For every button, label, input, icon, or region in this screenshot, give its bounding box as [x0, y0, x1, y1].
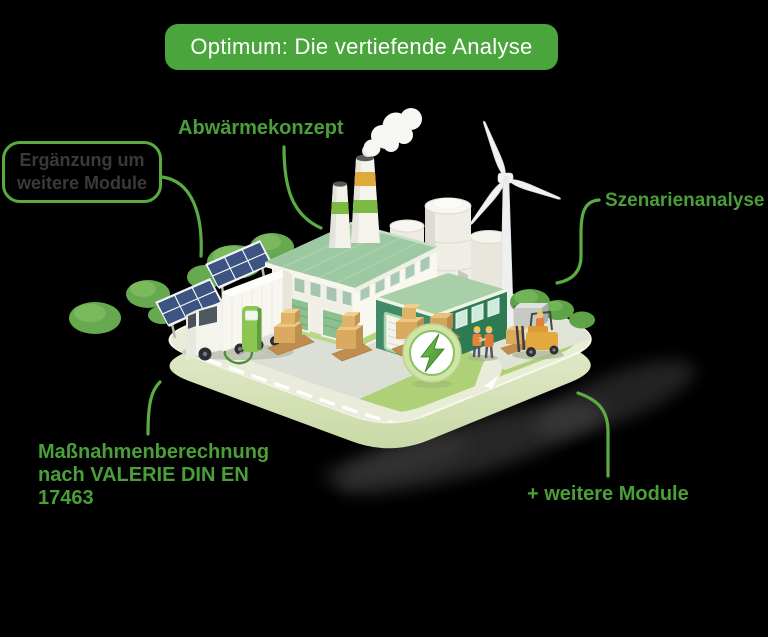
- callout-weitere-module: + weitere Module: [527, 483, 689, 505]
- worker-right: [479, 326, 494, 359]
- connector-massnahmen: [146, 380, 162, 436]
- solar-panel-array-upper: [205, 240, 273, 302]
- workers: [468, 326, 498, 361]
- callout-ergaenzung-box: Ergänzung um weitere Module: [2, 141, 162, 203]
- chimney-large: [351, 154, 380, 243]
- title-banner: Optimum: Die vertiefende Analyse: [165, 24, 558, 70]
- connector-abwaermekonzept: [282, 145, 323, 230]
- delivery-truck: [182, 268, 294, 361]
- pallet-stack-b: [331, 312, 373, 362]
- chimney-small: [329, 181, 351, 248]
- lightning-bolt-icon: [420, 333, 445, 373]
- connector-szenarienanalyse: [555, 198, 601, 285]
- ground-shadow: [322, 360, 695, 494]
- ev-charging-station: [223, 306, 265, 365]
- callout-abwaermekonzept: Abwärmekonzept: [178, 117, 344, 139]
- hard-hat-icon: [485, 326, 493, 330]
- forklift: [500, 303, 564, 360]
- connector-weitere-module: [576, 391, 610, 478]
- charging-cable: [223, 350, 254, 365]
- smoke-cloud: [362, 108, 422, 157]
- callout-szenarienanalyse: Szenarienanalyse: [605, 190, 765, 211]
- pallet-stack-a: [267, 309, 315, 356]
- hard-hat-icon: [473, 326, 481, 330]
- callout-connectors: [146, 145, 610, 478]
- solar-panel-array-lower: [155, 278, 223, 339]
- callout-massnahmenberechnung: Maßnahmenberechnung nach VALERIE DIN EN …: [38, 441, 270, 509]
- turbine-blades: [469, 120, 561, 226]
- energy-badge: [402, 323, 462, 388]
- connector-ergaenzung: [160, 175, 203, 258]
